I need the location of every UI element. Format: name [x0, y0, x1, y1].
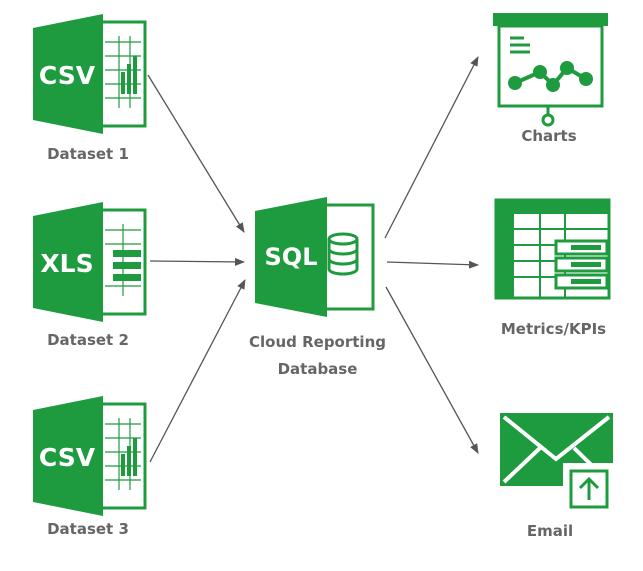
csv-file-icon: CSV — [33, 396, 147, 516]
chart-presentation-icon — [493, 13, 608, 127]
file-badge-text: SQL — [265, 243, 318, 271]
dataset-2-label: Dataset 2 — [47, 331, 129, 349]
arrow-dataset3-to-database — [149, 279, 246, 463]
arrow-database-to-metrics — [386, 260, 479, 269]
connectors — [147, 56, 479, 463]
metrics-table-icon — [494, 198, 611, 300]
file-badge-text: CSV — [39, 61, 96, 90]
email-label: Email — [526, 522, 574, 540]
file-badge-text: CSV — [39, 443, 96, 472]
database-label-line1: Cloud Reporting — [249, 333, 386, 351]
xls-file-icon: XLS — [33, 202, 147, 322]
sql-database-icon: SQL — [255, 197, 375, 317]
file-badge-text: XLS — [40, 249, 93, 278]
metrics-label: Metrics/KPIs — [500, 320, 607, 338]
dataset-1-label: Dataset 1 — [47, 145, 129, 163]
arrow-dataset2-to-database — [149, 257, 245, 266]
upload-arrow-icon — [578, 476, 600, 500]
csv-file-icon: CSV — [33, 14, 147, 134]
arrow-dataset1-to-database — [147, 74, 245, 233]
arrow-database-to-charts — [384, 56, 479, 239]
email-icon — [500, 413, 613, 509]
database-label-line2: Database — [277, 360, 358, 378]
dataset-3-label: Dataset 3 — [47, 520, 129, 538]
arrow-database-to-email — [385, 286, 479, 454]
charts-label: Charts — [521, 127, 577, 145]
database-cylinder-icon — [327, 232, 359, 276]
